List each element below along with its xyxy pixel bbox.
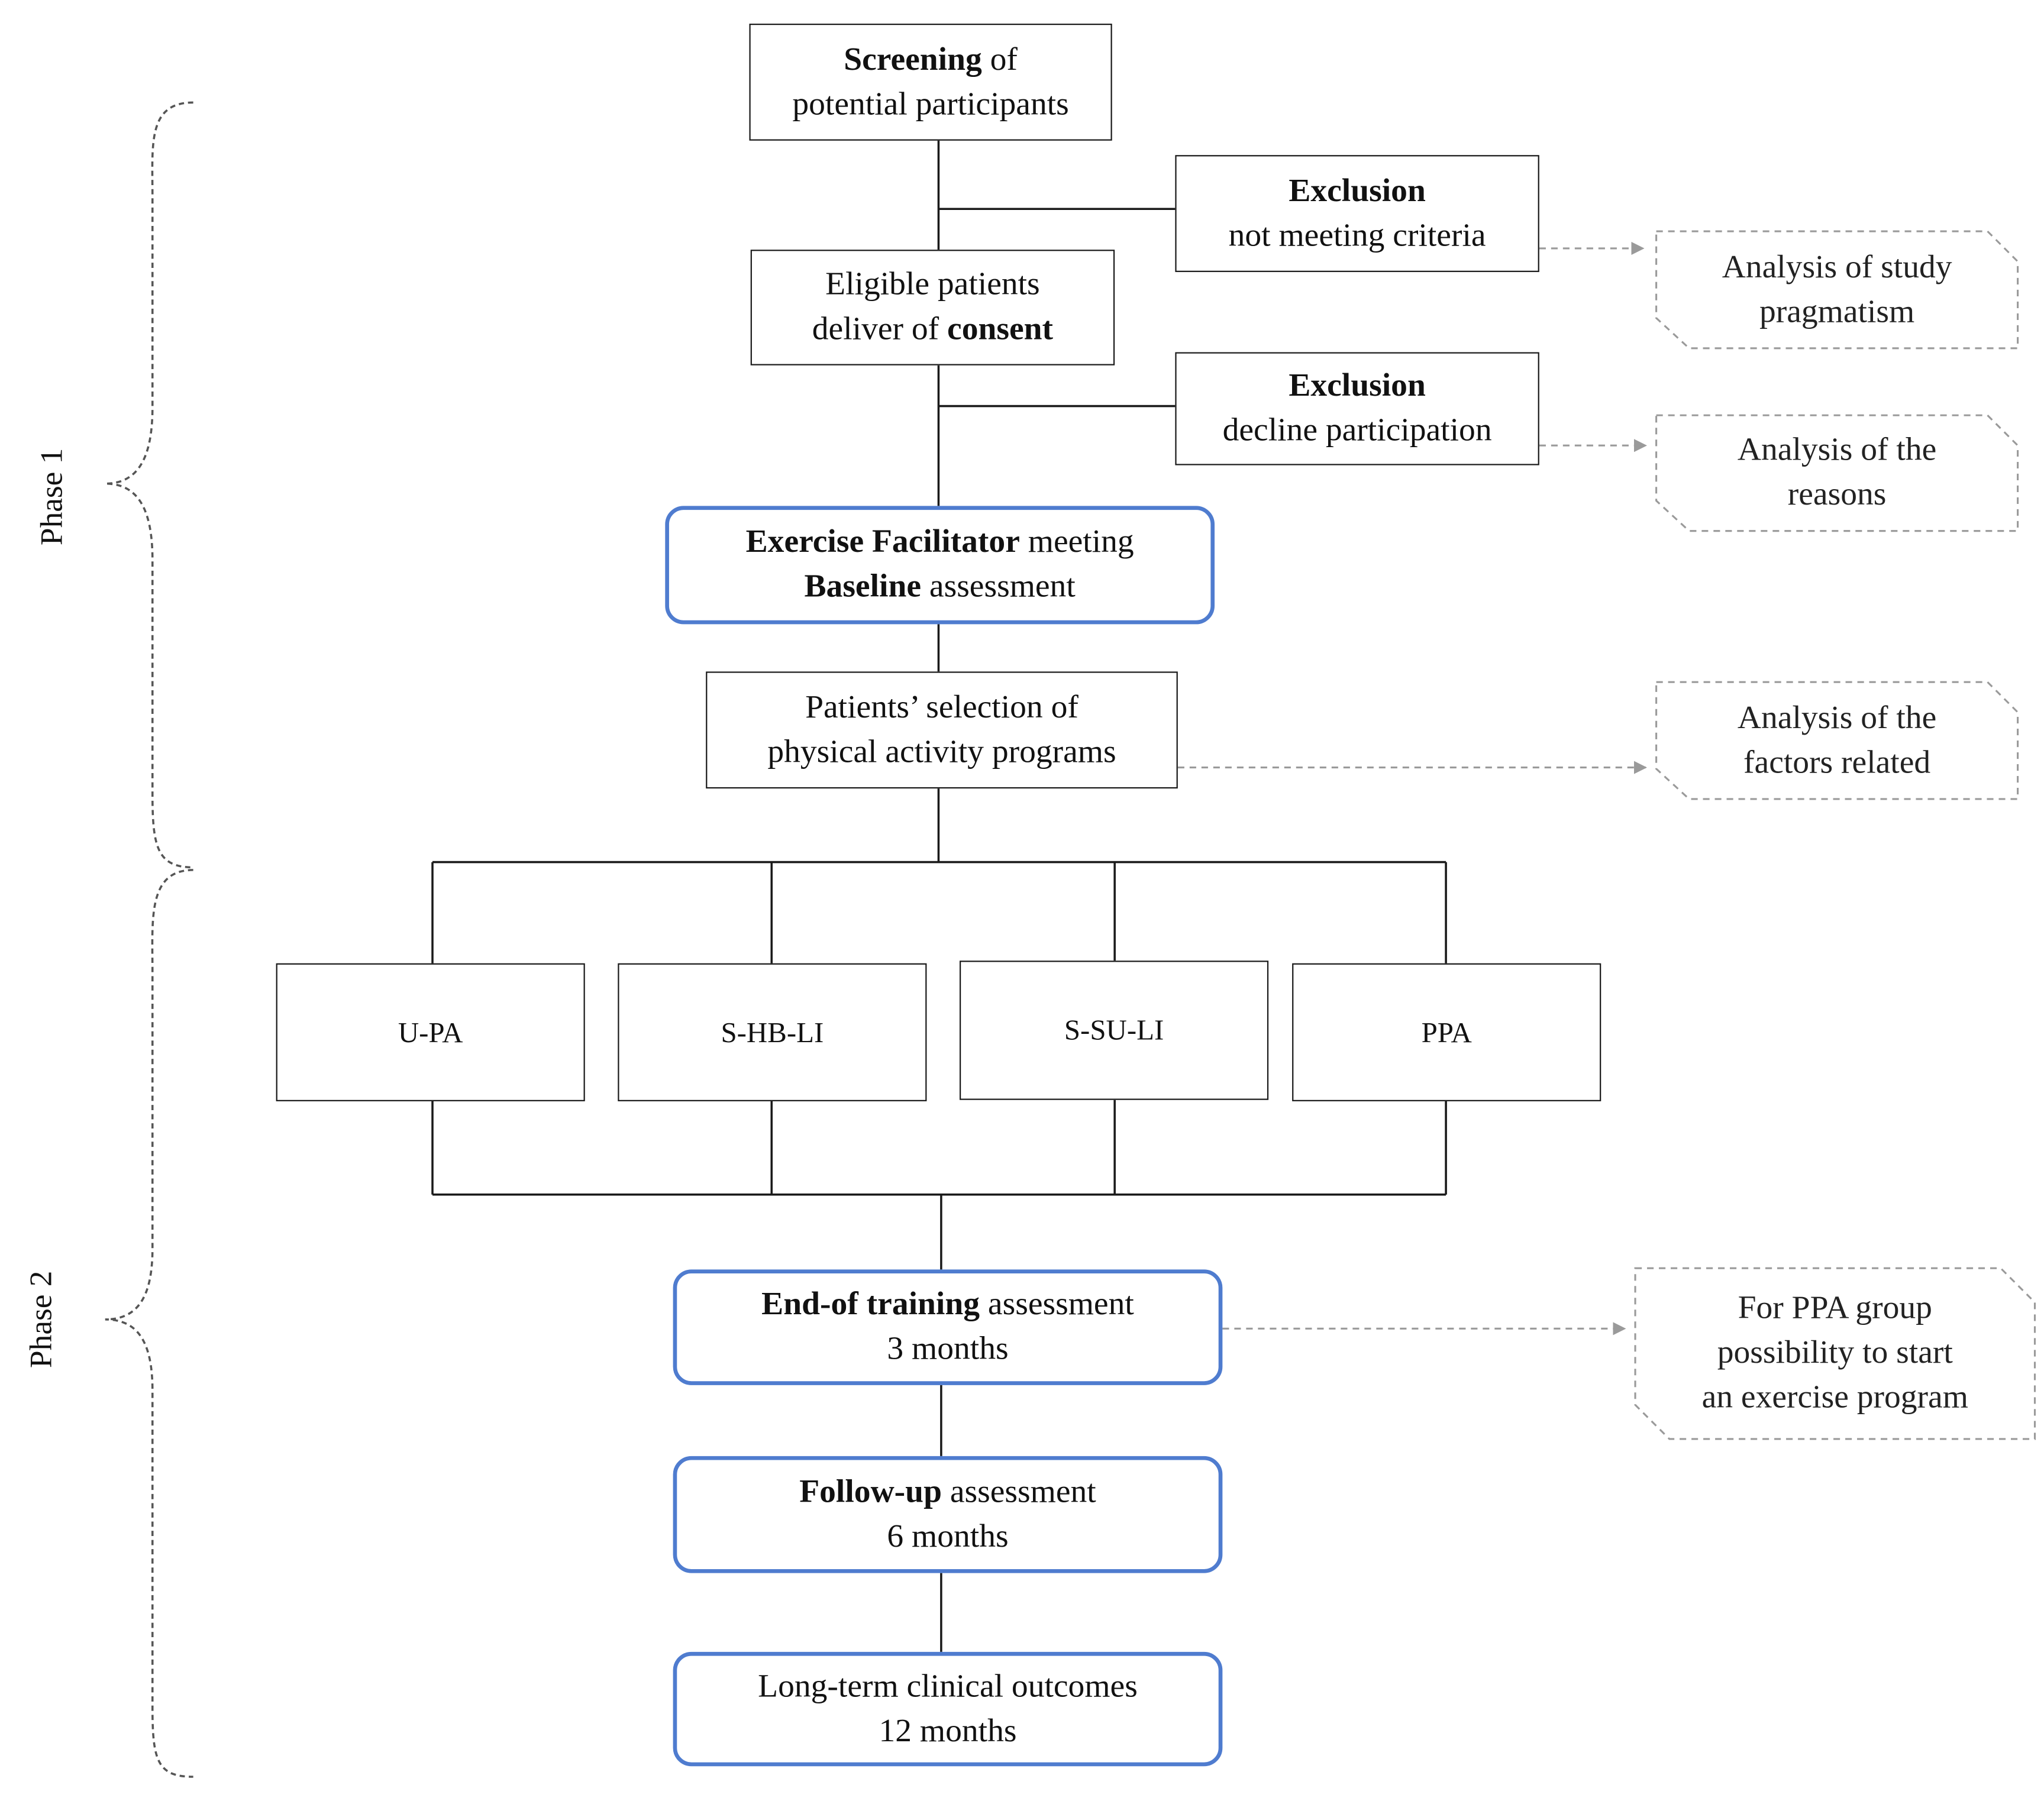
facilitator-line2: Baseline assessment [804, 565, 1075, 610]
end-training-box: End-of training assessment 3 months [673, 1269, 1223, 1385]
long-term-line2: 12 months [879, 1713, 1017, 1749]
facilitator-line1: Exercise Facilitator meeting [746, 520, 1134, 565]
follow-up-rest: assessment [941, 1473, 1096, 1509]
follow-up-box: Follow-up assessment 6 months [673, 1456, 1223, 1573]
follow-up-line2: 6 months [887, 1518, 1009, 1554]
arm-box-shbli: S-HB-LI [618, 963, 927, 1101]
end-training-line2: 3 months [887, 1331, 1009, 1367]
eligible-line2: deliver of consent [812, 308, 1053, 353]
phase1-brace [105, 101, 193, 869]
end-training-bold: End-of training [761, 1286, 980, 1323]
note-factors-line2: factors related [1743, 744, 1931, 780]
program-selection-box: Patients’ selection of physical activity… [706, 671, 1178, 789]
selection-line1: Patients’ selection of [805, 689, 1078, 725]
eligible-pre: deliver of [812, 311, 948, 347]
note-reasons-line2: reasons [1787, 477, 1887, 513]
note-ppa-line1: For PPA group [1738, 1290, 1932, 1326]
eligible-bold: consent [947, 311, 1054, 347]
screening-box: Screening of potential participants [749, 23, 1112, 141]
facilitator-bold2: Baseline [804, 569, 922, 605]
note-factors-related: Analysis of the factors related [1656, 682, 2018, 799]
long-term-line1: Long-term clinical outcomes [758, 1668, 1138, 1704]
note-study-pragmatism: Analysis of study pragmatism [1656, 231, 2018, 348]
note-ppa-group: For PPA group possibility to start an ex… [1635, 1268, 2035, 1439]
screening-line1: Screening of [844, 37, 1018, 82]
screening-line2: potential participants [792, 86, 1069, 122]
facilitator-rest1: meeting [1019, 524, 1134, 560]
exclusion-criteria-box: Exclusion not meeting criteria [1175, 155, 1539, 272]
arm-box-upa: U-PA [276, 963, 585, 1101]
exclusion1-line2: not meeting criteria [1228, 217, 1486, 253]
follow-up-bold: Follow-up [799, 1473, 942, 1509]
note-reasons-line1: Analysis of the [1737, 432, 1937, 468]
facilitator-bold1: Exercise Facilitator [745, 524, 1020, 560]
follow-up-line1: Follow-up assessment [799, 1470, 1096, 1515]
note-ppa-line3: an exercise program [1701, 1379, 1968, 1415]
end-training-line1: End-of training assessment [761, 1283, 1134, 1328]
note-factors-line1: Analysis of the [1737, 700, 1937, 736]
phase2-label: Phase 2 [25, 1270, 59, 1368]
note-pragmatism-line2: pragmatism [1759, 293, 1915, 329]
long-term-box: Long-term clinical outcomes 12 months [673, 1651, 1223, 1767]
selection-line2: physical activity programs [767, 733, 1116, 769]
eligible-line1: Eligible patients [825, 267, 1040, 303]
facilitator-rest2: assessment [921, 569, 1076, 605]
screening-rest: of [981, 41, 1018, 77]
end-training-rest: assessment [980, 1286, 1134, 1323]
eligible-consent-box: Eligible patients deliver of consent [750, 250, 1115, 366]
note-shape-ppa [1634, 1267, 2036, 1440]
note-reasons: Analysis of the reasons [1656, 415, 2018, 531]
arm-box-ssuli: S-SU-LI [959, 961, 1269, 1100]
phase1-label: Phase 1 [35, 448, 70, 546]
note-ppa-line2: possibility to start [1717, 1335, 1953, 1371]
exclusion-decline-box: Exclusion decline participation [1175, 352, 1539, 465]
phase2-brace [105, 869, 193, 1778]
note-pragmatism-line1: Analysis of study [1722, 249, 1952, 285]
screening-bold: Screening [844, 41, 982, 77]
exclusion2-title: Exclusion [1289, 368, 1426, 404]
facilitator-baseline-box: Exercise Facilitator meeting Baseline as… [665, 506, 1215, 625]
exclusion2-line2: decline participation [1222, 412, 1492, 448]
exclusion1-title: Exclusion [1289, 173, 1426, 209]
arm-box-ppa: PPA [1292, 963, 1601, 1101]
